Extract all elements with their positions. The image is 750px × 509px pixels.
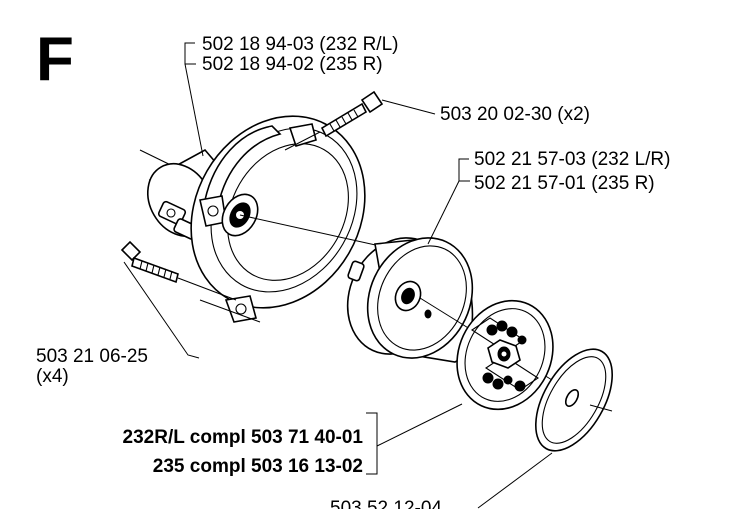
label-gear-housing-235: 502 18 94-02 (235 R) [202,54,383,75]
label-gear-housing-232: 502 18 94-03 (232 R/L) [202,34,398,55]
washer [535,348,613,452]
label-clutch-compl-235: 235 compl 503 16 13-02 [153,456,363,477]
screw-top [284,90,436,151]
label-screw-left: 503 21 06-25 [36,346,148,367]
label-clutch-compl-232: 232R/L compl 503 71 40-01 [123,427,364,448]
screw-left [120,240,237,359]
section-letter: F [36,25,74,94]
gear-housing [139,115,381,323]
clutch-assembly [456,299,554,411]
label-screw-top: 503 20 02-30 (x2) [440,104,590,125]
label-clutch-drum-235: 502 21 57-01 (235 R) [474,173,655,194]
label-washer: 503 52 12-04 [330,498,442,509]
label-clutch-drum-232: 502 21 57-03 (232 L/R) [474,149,670,170]
clutch-drum [346,237,553,381]
label-screw-left-qty: (x4) [36,366,69,387]
